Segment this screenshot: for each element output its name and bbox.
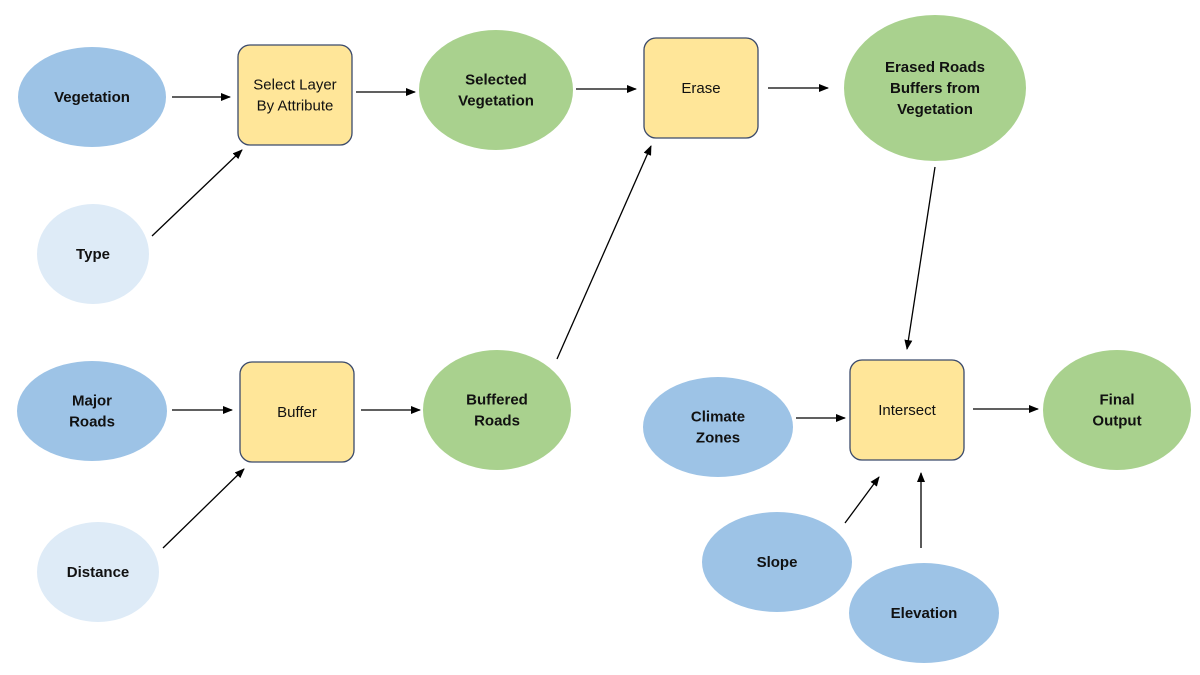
label-line: Distance: [67, 564, 130, 581]
arrow-slope-to-intersect: [844, 476, 880, 524]
label-type: Type: [76, 246, 110, 263]
node-erased-roads-buffers: [844, 15, 1026, 161]
label-distance: Distance: [67, 564, 130, 581]
label-line: Output: [1092, 412, 1141, 429]
label-line: Type: [76, 246, 110, 263]
label-line: Erased Roads: [885, 59, 985, 76]
label-select-layer: Select Layer By Attribute: [253, 76, 336, 114]
label-slope: Slope: [757, 554, 798, 571]
label-line: Vegetation: [54, 89, 130, 106]
tool-erase: [643, 37, 759, 139]
arrow-erased-to-intersect: [904, 166, 936, 350]
label-line: Vegetation: [897, 101, 973, 118]
label-buffer: Buffer: [277, 404, 317, 421]
label-line: By Attribute: [257, 97, 334, 114]
label-line: Erase: [681, 80, 720, 97]
label-line: Intersect: [878, 402, 936, 419]
tool-intersect: [849, 359, 965, 461]
node-climate-zones: [643, 377, 793, 477]
node-buffered-roads: [423, 350, 571, 470]
label-vegetation: Vegetation: [54, 89, 130, 106]
label-line: Select Layer: [253, 76, 336, 93]
label-line: Final: [1099, 391, 1134, 408]
label-erase: Erase: [681, 80, 720, 97]
node-distance: [37, 522, 159, 622]
label-line: Buffered: [466, 391, 528, 408]
label-line: Elevation: [891, 605, 958, 622]
label-line: Vegetation: [458, 92, 534, 109]
node-slope: [702, 512, 852, 612]
label-line: Climate: [691, 408, 745, 425]
label-line: Slope: [757, 554, 798, 571]
label-line: Buffers from: [890, 80, 980, 97]
label-line: Roads: [69, 413, 115, 430]
node-type: [37, 204, 149, 304]
arrow-type-to-select: [151, 149, 243, 237]
label-line: Selected: [465, 71, 527, 88]
label-line: Buffer: [277, 404, 317, 421]
label-intersect: Intersect: [878, 402, 936, 419]
node-major-roads: [17, 361, 167, 461]
node-selected-vegetation: [419, 30, 573, 150]
label-line: Zones: [696, 429, 740, 446]
tool-select-layer-by-attribute: [237, 44, 353, 146]
node-final-output: [1043, 350, 1191, 470]
label-line: Roads: [474, 412, 520, 429]
connectors: [151, 84, 1039, 549]
arrow-buffered-to-erase: [556, 145, 652, 360]
label-line: Major: [72, 392, 112, 409]
label-elevation: Elevation: [891, 605, 958, 622]
tool-buffer: [239, 361, 355, 463]
node-vegetation: [18, 47, 166, 147]
node-elevation: [849, 563, 999, 663]
arrow-distance-to-buffer: [162, 468, 245, 549]
